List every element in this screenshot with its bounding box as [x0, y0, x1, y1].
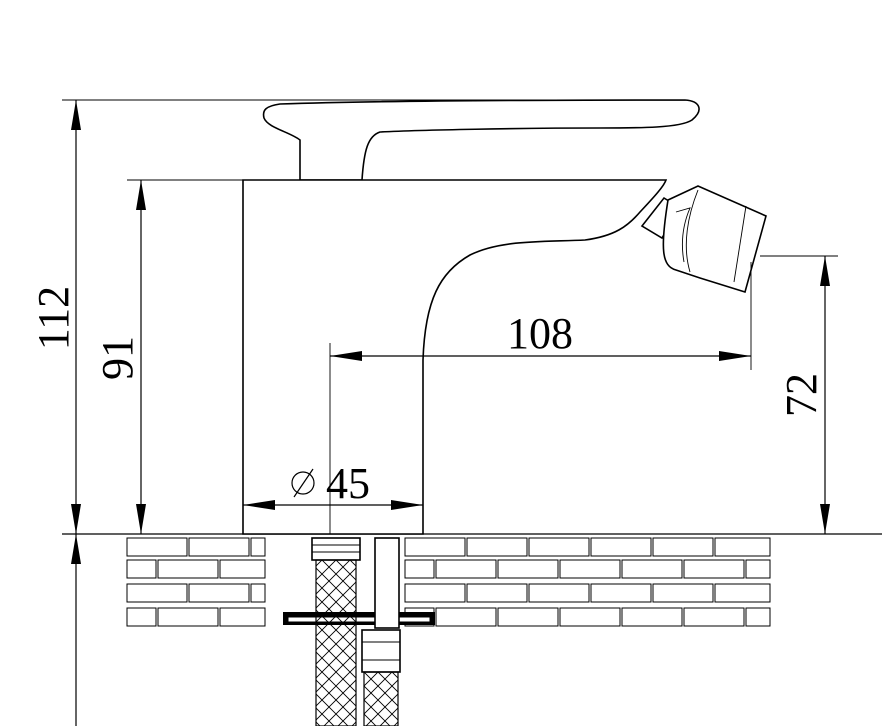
brick [219, 559, 266, 579]
brick [126, 537, 188, 557]
brick [621, 607, 683, 627]
brick-pattern-left [126, 537, 266, 627]
brick [714, 537, 771, 557]
brick [126, 559, 157, 579]
dimension-body-height: 91 [93, 179, 243, 534]
brick [497, 607, 559, 627]
brick [683, 607, 745, 627]
dimension-spray-height: 72 [760, 255, 838, 535]
lever-handle [262, 99, 700, 181]
brick [745, 607, 771, 627]
brick [188, 537, 250, 557]
brick [621, 559, 683, 579]
brick [404, 583, 466, 603]
brick [435, 559, 497, 579]
brick [652, 537, 714, 557]
mounting-plate [283, 612, 435, 625]
dimension-total-height: 112 [29, 99, 680, 726]
brick [126, 583, 188, 603]
brick [219, 607, 266, 627]
spray-height-label: 72 [777, 373, 826, 417]
spray-head [662, 185, 767, 294]
brick [590, 537, 652, 557]
brick [590, 583, 652, 603]
brick [497, 559, 559, 579]
faucet-main-body [242, 179, 668, 535]
brick [188, 583, 250, 603]
base-diameter-label: 45 [326, 459, 370, 508]
dimension-base-diameter: 45 [243, 459, 423, 510]
brick [714, 583, 771, 603]
brick [652, 583, 714, 603]
countertop-section [62, 533, 882, 627]
spout-reach-label: 108 [507, 309, 573, 358]
brick [157, 559, 219, 579]
diameter-icon [291, 468, 315, 498]
brick [404, 537, 466, 557]
supply-hose-left [311, 537, 361, 726]
brick [250, 537, 266, 557]
brick [528, 583, 590, 603]
brick [404, 559, 435, 579]
brick [157, 607, 219, 627]
brick [250, 583, 266, 603]
brick [126, 607, 157, 627]
dimension-spout-reach: 108 [329, 262, 752, 534]
brick [559, 607, 621, 627]
brick [559, 559, 621, 579]
brick [435, 607, 497, 627]
brick [745, 559, 771, 579]
brick [466, 537, 528, 557]
brick [528, 537, 590, 557]
brick [683, 559, 745, 579]
faucet-body [242, 99, 767, 535]
supply-hose-right [361, 537, 401, 726]
brick [466, 583, 528, 603]
body-height-label: 91 [93, 336, 142, 380]
total-height-label: 112 [29, 286, 78, 350]
brick-pattern-right [404, 537, 771, 627]
